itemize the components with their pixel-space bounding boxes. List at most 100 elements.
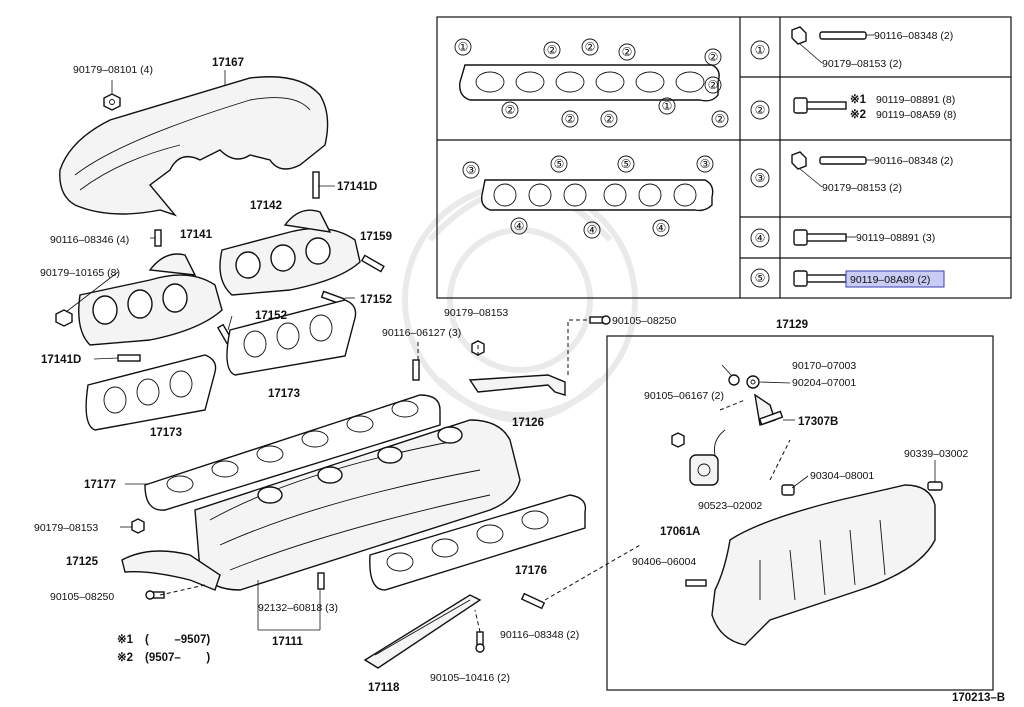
intake-gasket-17176[interactable]	[369, 494, 587, 591]
label-17152-right[interactable]: 17152	[360, 294, 392, 306]
label-90179-08101[interactable]: 90179–08101 (4)	[73, 64, 153, 76]
label-90105-08250-left[interactable]: 90105–08250	[50, 591, 114, 603]
label-17061a[interactable]: 17061A	[660, 526, 700, 538]
legend-row-5-line-1[interactable]: 90119–08A89 (2)	[850, 274, 930, 286]
exhaust-manifold-17142[interactable]	[219, 209, 361, 296]
label-17141d-bottom[interactable]: 17141D	[41, 354, 81, 366]
exhaust-gasket-17173-left[interactable]	[85, 354, 217, 431]
stud-17159[interactable]	[360, 254, 385, 273]
stud-17141d-top[interactable]	[312, 171, 320, 199]
label-90116-06127[interactable]: 90116–06127 (3)	[382, 327, 461, 339]
bolt-90105-10416[interactable]	[475, 631, 485, 653]
callout: ①	[454, 38, 472, 56]
leader-lines	[65, 185, 936, 631]
pin-90406-06004[interactable]	[685, 579, 707, 587]
legend-row-1-line-2[interactable]: 90179–08153 (2)	[822, 58, 902, 70]
heat-insulator-17167[interactable]	[59, 76, 329, 217]
label-90304-08001[interactable]: 90304–08001	[810, 470, 874, 482]
nut-90179-08153-left[interactable]	[131, 518, 145, 534]
label-90204-07001[interactable]: 90204–07001	[792, 377, 856, 389]
clip-90170-07003[interactable]	[728, 374, 740, 386]
legend-row-2-line-1[interactable]: 90119–08891 (8)	[876, 94, 955, 106]
label-90339-03002[interactable]: 90339–03002	[904, 448, 968, 460]
label-90523-02002[interactable]: 90523–02002	[698, 500, 762, 512]
svg-text:④: ④	[656, 221, 667, 235]
hose-clamp-17307b[interactable]	[754, 393, 784, 426]
legend-fastener-graphics	[791, 26, 867, 287]
stay-17126[interactable]	[468, 374, 566, 396]
label-17126[interactable]: 17126	[512, 417, 544, 429]
label-17176[interactable]: 17176	[515, 565, 547, 577]
stud-17141d-bottom[interactable]	[117, 354, 141, 362]
legend-row-5-num: ⑤	[755, 271, 766, 285]
plug-90339-03002[interactable]	[927, 481, 943, 491]
stud-90116-08348[interactable]	[520, 592, 546, 610]
label-17141[interactable]: 17141	[180, 229, 213, 241]
label-90179-10165[interactable]: 90179–10165 (8)	[40, 267, 120, 279]
label-90179-08153-top[interactable]: 90179–08153	[444, 307, 508, 319]
label-17142[interactable]: 17142	[250, 200, 282, 212]
label-90406-06004[interactable]: 90406–06004	[632, 556, 696, 568]
callout: ⑤	[550, 155, 568, 173]
nut-90179-08101[interactable]	[103, 93, 121, 111]
exhaust-gasket-17173-right[interactable]	[226, 299, 357, 376]
callout: ②	[543, 41, 561, 59]
nut-90179-10165[interactable]	[55, 309, 73, 327]
legend-row-3-line-2[interactable]: 90179–08153 (2)	[822, 182, 902, 194]
gasket-callouts: ① ② ② ② ② ② ② ② ② ① ② ③ ⑤ ⑤ ③ ④ ④ ④	[454, 38, 729, 239]
label-90105-10416[interactable]: 90105–10416 (2)	[430, 672, 510, 684]
callout: ②	[501, 101, 519, 119]
washer-90204-07001[interactable]	[746, 375, 760, 389]
legend-row-1-num: ①	[755, 43, 766, 57]
bracket-17125[interactable]	[121, 550, 221, 591]
hose-90523-02002[interactable]	[714, 429, 726, 456]
label-17167[interactable]: 17167	[212, 57, 244, 69]
legend-row-2-mark-2: ※2	[850, 108, 866, 121]
legend-row-2-num: ②	[755, 103, 766, 117]
support-17118[interactable]	[363, 594, 482, 669]
callout: ②	[618, 43, 636, 61]
vsv-17061a[interactable]	[689, 454, 719, 486]
label-17307b[interactable]: 17307B	[798, 416, 838, 428]
svg-text:②: ②	[604, 112, 615, 126]
label-90116-08346[interactable]: 90116–08346 (4)	[50, 234, 129, 246]
grommet-90304-08001[interactable]	[781, 484, 795, 496]
surge-tank-box	[606, 335, 994, 691]
bolt-90105-08250-left[interactable]	[145, 590, 165, 600]
legend-row-2-line-2[interactable]: 90119–08A59 (8)	[876, 109, 956, 121]
label-90116-08348[interactable]: 90116–08348 (2)	[500, 629, 579, 641]
legend-row-2-mark-1: ※1	[850, 93, 867, 106]
legend-row-4-line-1[interactable]: 90119–08891 (3)	[856, 232, 935, 244]
label-17152-left[interactable]: 17152	[255, 310, 287, 322]
stud-90116-08346[interactable]	[154, 229, 162, 247]
stud-90116-06127[interactable]	[412, 359, 420, 381]
label-17125[interactable]: 17125	[66, 556, 99, 568]
label-90105-08250-top[interactable]: 90105–08250	[612, 315, 676, 327]
intake-gasket-17177[interactable]	[144, 394, 441, 511]
label-90170-07003[interactable]: 90170–07003	[792, 360, 856, 372]
bolt-90105-08250-top[interactable]	[589, 315, 611, 325]
label-90105-06167[interactable]: 90105–06167 (2)	[644, 390, 724, 402]
intake-chamber-17129[interactable]	[711, 484, 936, 646]
svg-text:③: ③	[466, 163, 477, 177]
bolt-90105-06167[interactable]	[671, 432, 685, 448]
svg-text:⑤: ⑤	[621, 157, 632, 171]
svg-text:②: ②	[715, 112, 726, 126]
label-17141d-top[interactable]: 17141D	[337, 181, 377, 193]
label-92132-60818[interactable]: 92132–60818 (3)	[258, 602, 338, 614]
legend-row-1-line-1[interactable]: 90116–08348 (2)	[874, 30, 953, 42]
label-17173-left[interactable]: 17173	[150, 427, 182, 439]
label-17159[interactable]: 17159	[360, 231, 392, 243]
diagram-code: 170213–B	[952, 692, 1005, 704]
label-17118[interactable]: 17118	[368, 682, 400, 694]
label-17173-right[interactable]: 17173	[268, 388, 300, 400]
exhaust-manifold-17141[interactable]	[78, 253, 223, 346]
label-90179-08153-left[interactable]: 90179–08153	[34, 522, 98, 534]
label-17111[interactable]: 17111	[272, 636, 303, 648]
svg-text:②: ②	[565, 112, 576, 126]
legend-row-3-line-1[interactable]: 90116–08348 (2)	[874, 155, 953, 167]
legend-row-4-num: ④	[755, 231, 766, 245]
stud-92132-60818[interactable]	[317, 572, 325, 590]
label-17129[interactable]: 17129	[776, 319, 808, 331]
label-17177[interactable]: 17177	[84, 479, 116, 491]
